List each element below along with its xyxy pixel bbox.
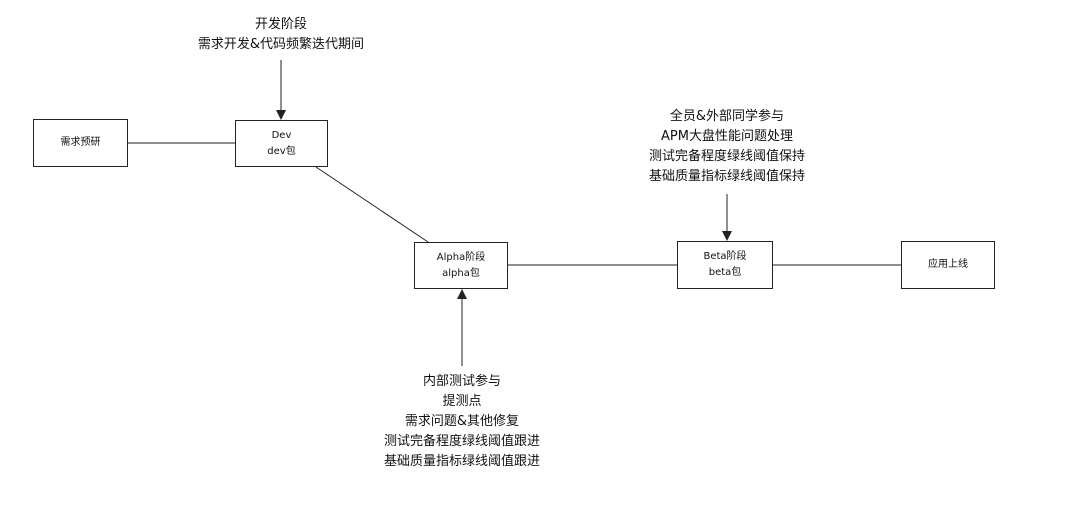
node-research: 需求预研 xyxy=(33,119,128,167)
note-beta-stage-line: 测试完备程度绿线阈值保持 xyxy=(648,149,805,164)
node-launch-label: 应用上线 xyxy=(928,259,968,270)
note-dev-stage: 开发阶段 需求开发&代码频繁迭代期间 xyxy=(156,15,406,55)
node-dev-title: Dev xyxy=(271,129,292,141)
note-alpha-stage-line: 基础质量指标绿线阈值跟进 xyxy=(383,454,540,469)
node-alpha-title: Alpha阶段 xyxy=(436,251,486,263)
node-beta-package: beta包 xyxy=(708,267,742,278)
note-dev-stage-line: 需求开发&代码频繁迭代期间 xyxy=(197,37,365,52)
note-beta-stage: 全员&外部同学参与 APM大盘性能问题处理 测试完备程度绿线阈值保持 基础质量指… xyxy=(612,107,842,187)
note-alpha-stage: 内部测试参与 提测点 需求问题&其他修复 测试完备程度绿线阈值跟进 基础质量指标… xyxy=(347,372,577,472)
node-dev-package: dev包 xyxy=(267,145,296,157)
note-beta-stage-line: 全员&外部同学参与 xyxy=(669,109,785,124)
node-alpha: Alpha阶段 alpha包 xyxy=(414,242,508,289)
note-beta-stage-line: APM大盘性能问题处理 xyxy=(661,129,793,144)
node-beta: Beta阶段 beta包 xyxy=(677,241,773,289)
node-beta-title: Beta阶段 xyxy=(703,251,747,262)
note-dev-stage-line: 开发阶段 xyxy=(254,17,307,32)
note-alpha-stage-line: 测试完备程度绿线阈值跟进 xyxy=(383,434,540,449)
edge-dev-alpha xyxy=(315,166,429,243)
note-alpha-stage-line: 需求问题&其他修复 xyxy=(404,414,520,429)
node-launch: 应用上线 xyxy=(901,241,995,289)
node-alpha-package: alpha包 xyxy=(442,267,480,279)
node-dev: Dev dev包 xyxy=(235,120,328,167)
node-research-label: 需求预研 xyxy=(60,137,101,148)
note-alpha-stage-line: 内部测试参与 xyxy=(422,374,501,389)
note-beta-stage-line: 基础质量指标绿线阈值保持 xyxy=(648,169,805,184)
note-alpha-stage-line: 提测点 xyxy=(442,394,482,409)
